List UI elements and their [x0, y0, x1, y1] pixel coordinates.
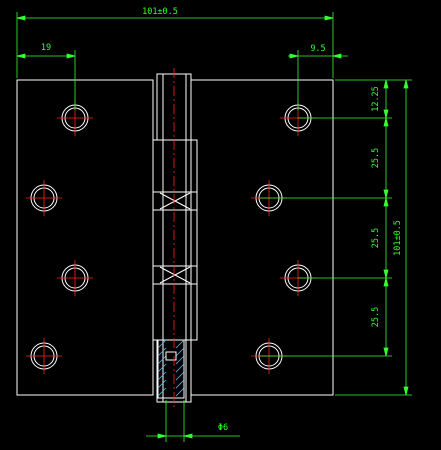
screw-hole — [26, 338, 62, 374]
screw-holes — [26, 100, 316, 374]
dim-pitch-1: 25.5 — [371, 148, 381, 168]
left-leaf — [16, 79, 154, 396]
hinge-outline — [16, 73, 334, 403]
dim-right-hole-offset: 9.5 — [310, 44, 325, 54]
dim-overall-width: 101±0.5 — [142, 7, 178, 17]
barrel-center — [152, 209, 198, 267]
screw-hole — [26, 180, 62, 216]
dim-top-offset: 12.25 — [371, 86, 381, 112]
pin-section — [157, 339, 185, 399]
dim-pin-diameter: Φ6 — [218, 423, 228, 433]
dim-pitch-2: 25.5 — [371, 228, 381, 248]
washer-cross-lower — [159, 266, 191, 284]
dimensions — [16, 12, 412, 442]
screw-hole — [57, 260, 93, 296]
right-leaf — [190, 79, 334, 396]
dim-left-hole-offset: 19 — [41, 43, 51, 53]
barrel-lower — [152, 283, 198, 341]
barrel-middle — [152, 139, 198, 193]
dim-pitch-3: 25.5 — [371, 307, 381, 327]
washer-cross-upper — [159, 192, 191, 210]
dim-overall-height: 101±0.5 — [393, 220, 403, 256]
